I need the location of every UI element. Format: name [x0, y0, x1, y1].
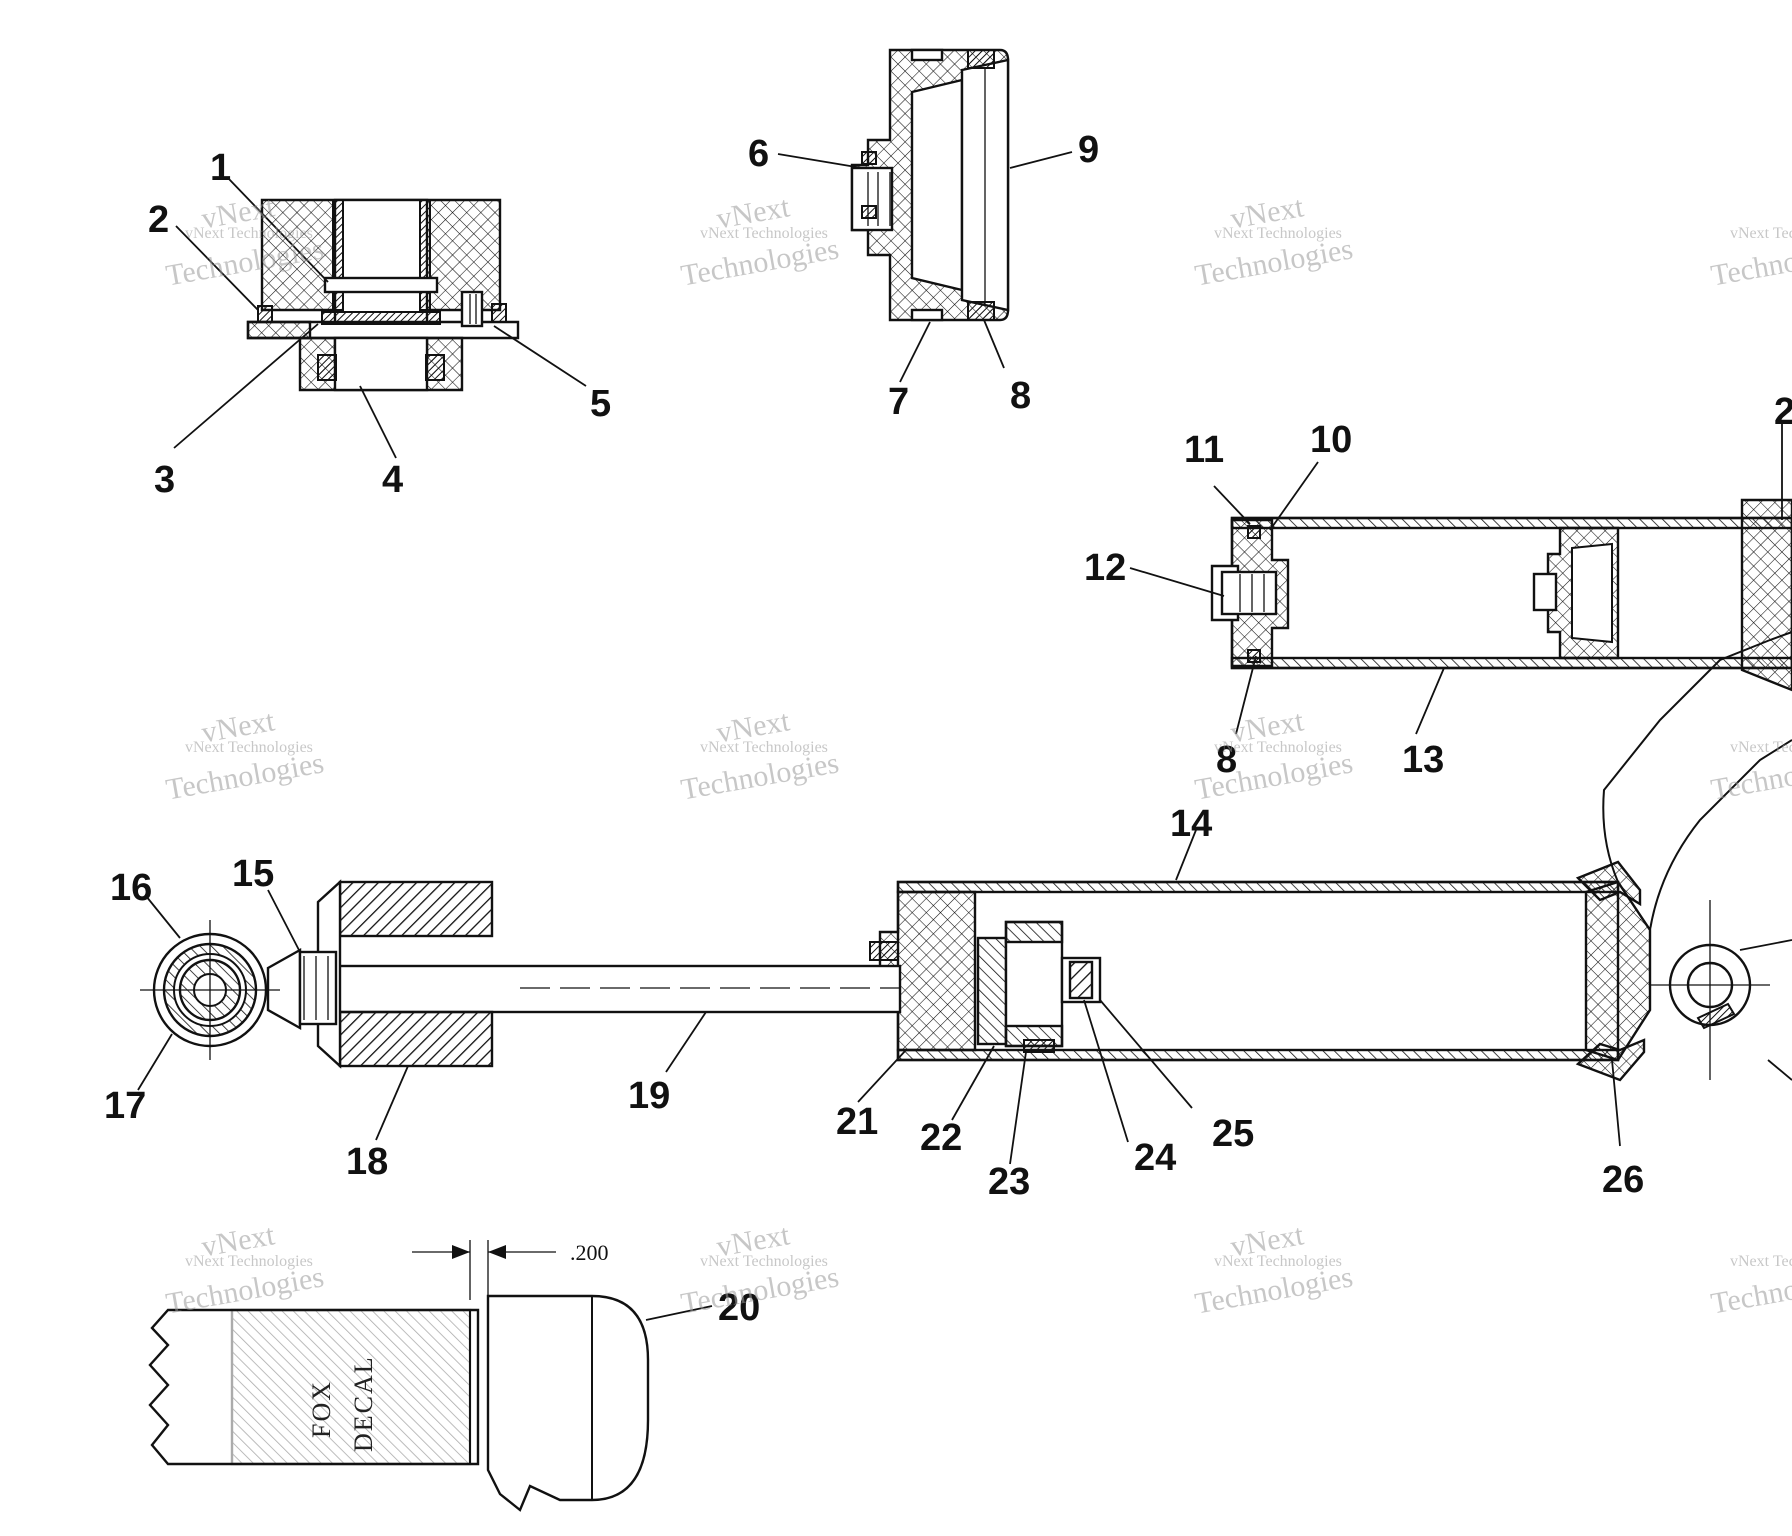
- watermark-text: vNext Technologies: [1214, 225, 1342, 242]
- callout-22: 22: [920, 1117, 962, 1159]
- callout-8: 8: [1010, 375, 1031, 417]
- decal-text-fox: FOX: [307, 1380, 336, 1438]
- callout-26: 26: [1602, 1159, 1644, 1201]
- callout-labels: 1 2 3 4 5 6 7 8 9 10 11 12 8 13 14 15 16…: [104, 129, 1792, 1329]
- watermark-text: vNext Technologies: [1214, 739, 1342, 756]
- callout-19: 19: [628, 1075, 670, 1117]
- watermark-text: vNext Technologies: [1730, 225, 1792, 242]
- shock-body-assembly: [140, 631, 1792, 1082]
- callout-13: 13: [1402, 739, 1444, 781]
- callout-24: 24: [1134, 1137, 1176, 1179]
- callout-5: 5: [590, 383, 611, 425]
- watermark-text: vNext Technologies: [1214, 1253, 1342, 1270]
- callout-16: 16: [110, 867, 152, 909]
- callout-14: 14: [1170, 803, 1212, 845]
- floating-piston: [850, 48, 1010, 322]
- callout-25: 25: [1212, 1113, 1254, 1155]
- callout-20: 20: [718, 1287, 760, 1329]
- callout-23: 23: [988, 1161, 1030, 1203]
- watermark-text: vNext Technologies: [700, 1253, 828, 1270]
- seal-head-assembly: [246, 198, 520, 392]
- watermark-text: vNext Technologies: [700, 739, 828, 756]
- callout-9: 9: [1078, 129, 1099, 171]
- callout-1: 1: [210, 147, 231, 189]
- decal-text-decal: DECAL: [349, 1355, 378, 1452]
- callout-4: 4: [382, 459, 403, 501]
- callout-21: 21: [836, 1101, 878, 1143]
- reservoir-assembly: [1210, 498, 1792, 692]
- callout-8-reservoir: 8: [1216, 739, 1237, 781]
- watermark-text: vNext Technologies: [700, 225, 828, 242]
- callout-12: 12: [1084, 547, 1126, 589]
- callout-17: 17: [104, 1085, 146, 1127]
- callout-6: 6: [748, 133, 769, 175]
- callout-2-cut: 2: [1774, 391, 1792, 433]
- callout-15: 15: [232, 853, 274, 895]
- decal-detail: [148, 1240, 650, 1512]
- watermark-text: vNext Technologies: [1730, 1253, 1792, 1270]
- watermark-text: vNext Technologies: [1730, 739, 1792, 756]
- callout-10: 10: [1310, 419, 1352, 461]
- watermark-text: vNext Technologies: [185, 225, 313, 242]
- callout-3: 3: [154, 459, 175, 501]
- watermark-text: vNext Technologies: [185, 1253, 313, 1270]
- watermark-text: vNext Technologies: [185, 739, 313, 756]
- callout-11: 11: [1184, 429, 1224, 471]
- dimension-label: .200: [570, 1240, 609, 1265]
- callout-7: 7: [888, 381, 909, 423]
- callout-2: 2: [148, 199, 169, 241]
- callout-18: 18: [346, 1141, 388, 1183]
- leader-lines: [137, 151, 1792, 1321]
